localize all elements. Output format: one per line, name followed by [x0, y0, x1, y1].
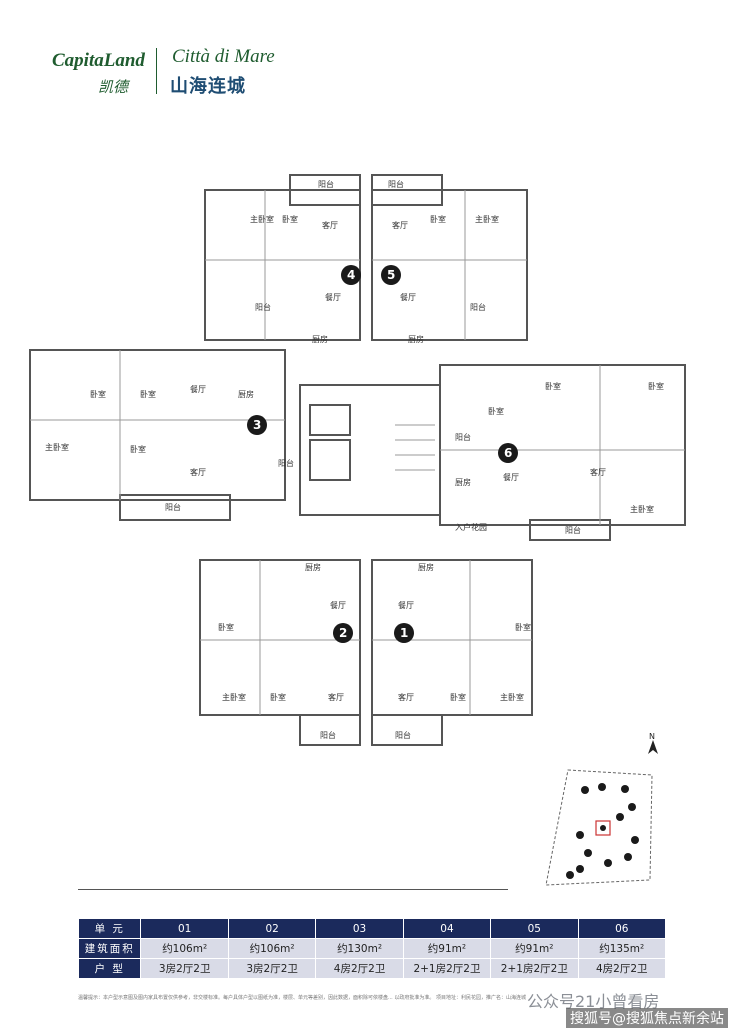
- label-bedroom-3a: 卧室: [90, 389, 106, 399]
- floor-plan: 阳台 阳台 客厅 客厅 主卧室 卧室 卧室 主卧室 餐厅 餐厅 阳台 阳台 厨房…: [29, 174, 686, 746]
- label-master-5: 主卧室: [475, 214, 499, 224]
- area-06: 约135m²: [577, 938, 666, 959]
- type-03: 4房2厅2卫: [315, 958, 404, 979]
- unit-spec-table: 单 元 01 02 03 04 05 06 建筑面积 约106m² 约106m²…: [77, 918, 666, 979]
- label-balcony-1: 阳台: [395, 730, 411, 740]
- label-master-1: 主卧室: [500, 692, 524, 702]
- area-01: 约106m²: [140, 938, 229, 959]
- label-kitchen-6: 厨房: [455, 477, 471, 487]
- label-balcony-3: 阳台: [278, 458, 294, 468]
- label-bedroom-5: 卧室: [430, 214, 446, 224]
- header-03: 03: [315, 918, 404, 939]
- unit-marker-4: 4: [341, 265, 361, 285]
- label-dining-3: 餐厅: [190, 385, 206, 394]
- label-balcony-2: 阳台: [320, 730, 336, 740]
- brand-logos: CapitaLand 凯德 Città di Mare 山海连城: [52, 44, 312, 104]
- logo-divider: [156, 48, 157, 94]
- svg-text:5: 5: [387, 268, 395, 282]
- disclaimer-footnote: 温馨提示：本户型示意图及图内家具布置仅供参考，非交楼标准。每户具体户型以图纸为准…: [78, 995, 526, 1001]
- label-living-4: 客厅: [322, 220, 338, 230]
- svg-text:2: 2: [339, 626, 347, 640]
- label-master-3: 主卧室: [45, 442, 69, 452]
- label-master-4: 主卧室: [250, 214, 274, 224]
- citta-cn-logo: 山海连城: [170, 76, 246, 97]
- site-plan-map: [545, 769, 653, 886]
- label-bedroom-1b: 卧室: [450, 692, 466, 702]
- type-04: 2+1房2厅2卫: [402, 958, 492, 979]
- unit-marker-3: 3: [247, 415, 267, 435]
- label-dining-1: 餐厅: [398, 601, 414, 610]
- label-kitchen-5: 厨房: [408, 334, 424, 344]
- label-living-2: 客厅: [328, 692, 344, 702]
- label-dining-4: 餐厅: [325, 293, 341, 302]
- label-kitchen-1: 厨房: [418, 562, 434, 572]
- label-bedroom-1a: 卧室: [515, 622, 531, 632]
- area-02: 约106m²: [227, 938, 317, 959]
- svg-text:3: 3: [253, 418, 261, 432]
- capitaland-logo: CapitaLand: [52, 50, 145, 71]
- label-master-2: 主卧室: [222, 692, 246, 702]
- type-05: 2+1房2厅2卫: [490, 958, 579, 979]
- table-row-type: 户 型 3房2厅2卫 3房2厅2卫 4房2厅2卫 2+1房2厅2卫 2+1房2厅…: [77, 958, 666, 979]
- svg-text:N: N: [649, 732, 655, 741]
- label-balcony-4: 阳台: [318, 179, 334, 189]
- label-living-6: 客厅: [590, 467, 606, 477]
- label-living-1: 客厅: [398, 692, 414, 702]
- label-balcony-3b: 阳台: [165, 502, 181, 512]
- svg-text:6: 6: [504, 446, 512, 460]
- label-dining-5: 餐厅: [400, 293, 416, 302]
- label-master-6: 主卧室: [630, 504, 654, 514]
- label-living-5: 客厅: [392, 220, 408, 230]
- label-bedroom-6c: 卧室: [648, 381, 664, 391]
- header-unit: 单 元: [77, 918, 142, 939]
- unit-marker-5: 5: [381, 265, 401, 285]
- label-dining-2: 餐厅: [330, 601, 346, 610]
- label-kitchen-3: 厨房: [238, 389, 254, 399]
- label-bedroom-3c: 卧室: [130, 444, 146, 454]
- label-balcony-4b: 阳台: [255, 302, 271, 312]
- svg-text:4: 4: [347, 268, 355, 282]
- type-06: 4房2厅2卫: [577, 958, 666, 979]
- citta-di-mare-logo: Città di Mare: [172, 46, 275, 67]
- watermark-wechat: 公众号21小曾看房: [527, 992, 660, 1011]
- label-living-3: 客厅: [190, 467, 206, 477]
- type-02: 3房2厅2卫: [227, 958, 317, 979]
- section-divider: [78, 889, 508, 890]
- header-04: 04: [402, 918, 492, 939]
- area-03: 约130m²: [315, 938, 404, 959]
- capitaland-cn-logo: 凯德: [98, 78, 129, 96]
- unit-marker-6: 6: [498, 443, 518, 463]
- row-label-type: 户 型: [77, 958, 142, 979]
- table-row-area: 建筑面积 约106m² 约106m² 约130m² 约91m² 约91m² 约1…: [77, 938, 666, 959]
- label-dining-6: 餐厅: [503, 473, 519, 482]
- header-06: 06: [577, 918, 666, 939]
- svg-text:1: 1: [400, 626, 408, 640]
- label-balcony-6b: 阳台: [565, 525, 581, 535]
- header-01: 01: [140, 918, 229, 939]
- unit-marker-1: 1: [394, 623, 414, 643]
- area-05: 约91m²: [490, 938, 579, 959]
- header-05: 05: [490, 918, 579, 939]
- row-label-area: 建筑面积: [77, 938, 142, 959]
- header-02: 02: [227, 918, 317, 939]
- label-bedroom-6b: 卧室: [545, 381, 561, 391]
- label-bedroom-6a: 卧室: [488, 406, 504, 416]
- table-row-header: 单 元 01 02 03 04 05 06: [77, 918, 666, 939]
- type-01: 3房2厅2卫: [140, 958, 229, 979]
- north-arrow-icon: N: [648, 732, 658, 754]
- area-04: 约91m²: [402, 938, 492, 959]
- label-entry-garden: 入户花园: [455, 522, 487, 532]
- label-balcony-5b: 阳台: [470, 302, 486, 312]
- label-bedroom-2b: 卧室: [270, 692, 286, 702]
- label-kitchen-2: 厨房: [305, 562, 321, 572]
- unit-marker-2: 2: [333, 623, 353, 643]
- label-bedroom-3b: 卧室: [140, 389, 156, 399]
- watermark-sohu: 搜狐号@搜狐焦点新余站: [566, 1008, 728, 1028]
- label-balcony-5: 阳台: [388, 179, 404, 189]
- label-bedroom-4: 卧室: [282, 214, 298, 224]
- label-balcony-6: 阳台: [455, 432, 471, 442]
- label-bedroom-2a: 卧室: [218, 622, 234, 632]
- label-kitchen-4: 厨房: [312, 334, 328, 344]
